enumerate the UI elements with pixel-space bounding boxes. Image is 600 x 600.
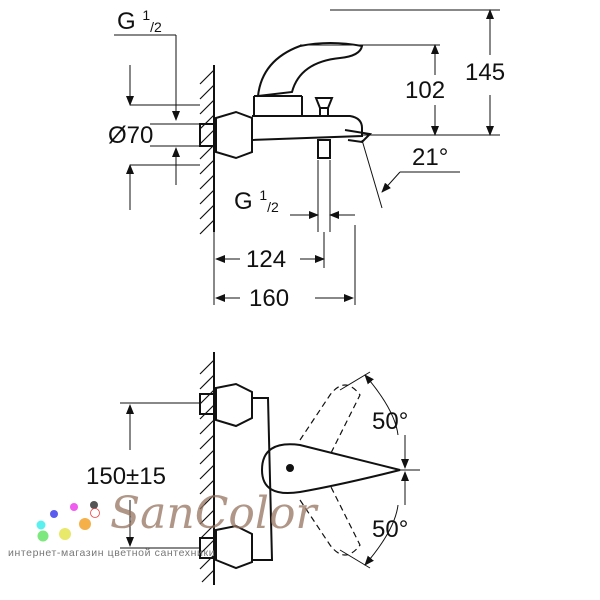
thread-label-top: G 1/2 bbox=[117, 7, 162, 35]
lever-height-label: 102 bbox=[405, 77, 446, 104]
thread-prefix: G bbox=[234, 188, 253, 215]
watermark-brand: SanColor bbox=[110, 488, 317, 539]
watermark-tagline: интернет-магазин цветной сантехники bbox=[8, 547, 216, 559]
thread-label-bottom: G 1/2 bbox=[234, 187, 279, 215]
wall-hatch-bottom bbox=[199, 352, 215, 585]
lever-angle-up-label: 50° bbox=[372, 408, 409, 435]
thread-num: 1 bbox=[259, 187, 268, 203]
outlet-depth-label: 124 bbox=[246, 246, 287, 273]
bottom-dimension-lines bbox=[120, 371, 420, 569]
centre-distance-label: 150±15 bbox=[86, 463, 166, 490]
total-depth-label: 160 bbox=[249, 285, 290, 312]
total-height-label: 145 bbox=[465, 59, 506, 86]
thread-den: /2 bbox=[267, 199, 279, 215]
spout-angle-label: 21° bbox=[412, 144, 449, 171]
lever-angle-down-label: 50° bbox=[372, 516, 409, 543]
thread-den: /2 bbox=[150, 19, 162, 35]
thread-num: 1 bbox=[142, 7, 151, 23]
thread-prefix: G bbox=[117, 8, 136, 35]
wall-hatch-top bbox=[199, 65, 215, 235]
top-dimension-lines bbox=[114, 9, 500, 305]
faucet-side-view bbox=[199, 42, 373, 160]
faucet-front-view bbox=[199, 382, 401, 570]
watermark-dots bbox=[36, 501, 100, 542]
diameter-label: Ø70 bbox=[108, 122, 154, 149]
